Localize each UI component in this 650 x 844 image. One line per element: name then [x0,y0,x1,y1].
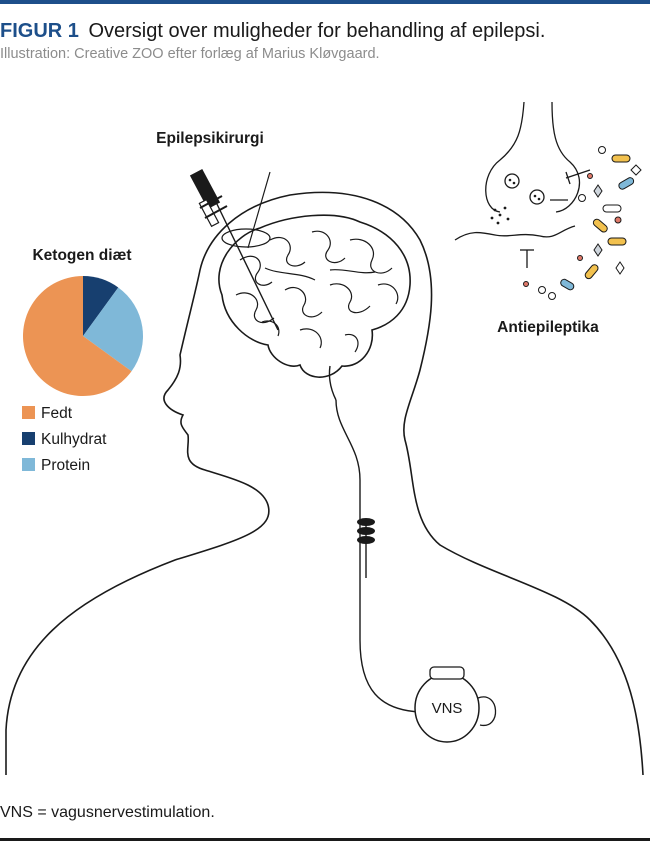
diet-pie-chart [22,276,144,397]
legend-swatch-fedt [22,406,35,419]
pie-slice-fedt [22,276,132,397]
pills [523,146,642,300]
legend-label-fedt: Fedt [41,405,73,422]
footnote: VNS = vagusnervestimulation. [0,804,215,821]
vagus-lead [335,399,421,713]
top-rule [0,0,650,4]
pie-slice-protein [83,287,144,372]
surgery-label: Epilepsikirurgi [156,130,264,147]
legend-swatch-kulhydrat [22,432,35,445]
diet-label: Ketogen diæt [32,247,131,264]
pie-slice-kulhydrat [83,276,119,336]
bottom-rule [0,838,650,841]
brain-folds [235,230,399,353]
body-silhouette [5,191,644,776]
synapse-illustration [454,101,591,268]
surgical-probe [189,168,279,331]
brainstem [328,365,337,401]
figure-header: FIGUR 1 Oversigt over muligheder for beh… [0,18,650,62]
vns-device: VNS [414,666,497,743]
lead-coils [357,518,375,544]
vns-label: VNS [432,700,463,717]
vesicle-dots [490,178,541,225]
brain-outline [218,214,411,378]
legend-label-protein: Protein [41,457,90,474]
figure-label: FIGUR 1 [0,20,79,42]
figure-credit: Illustration: Creative ZOO efter forlæg … [0,46,380,62]
drugs-label: Antiepileptika [497,319,599,336]
figure-title: Oversigt over muligheder for behandling … [88,20,546,42]
legend-label-kulhydrat: Kulhydrat [41,431,107,448]
figure-caption: FIGUR 1 Oversigt over muligheder for beh… [0,18,650,44]
legend-swatch-protein [22,458,35,471]
